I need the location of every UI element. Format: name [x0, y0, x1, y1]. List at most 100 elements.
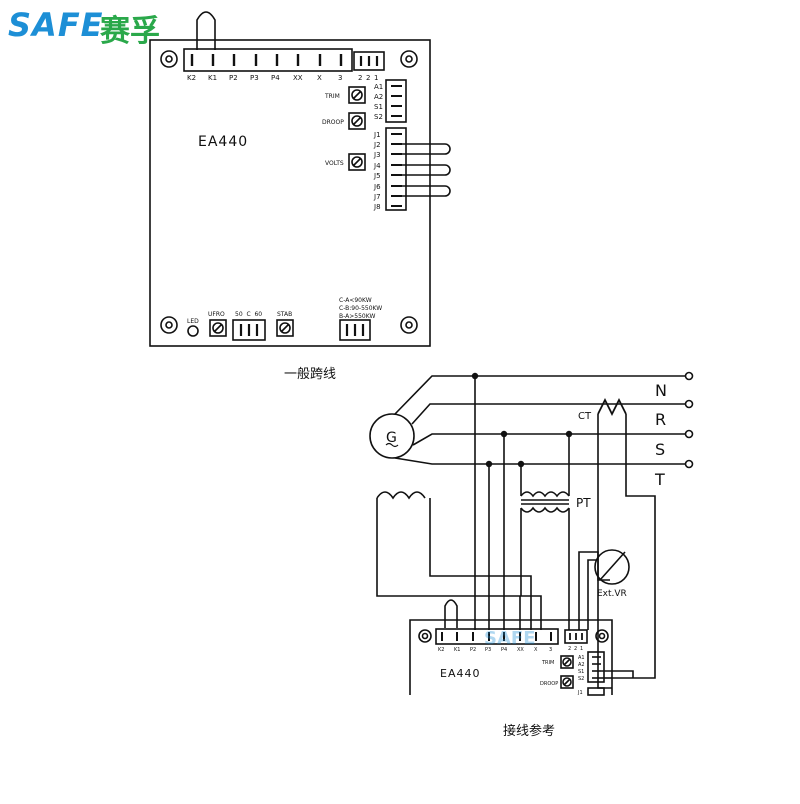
board1-j-label: J7 — [373, 193, 381, 201]
board1-trim-label: TRIM — [324, 93, 340, 100]
board2-terminal-label: 3 — [549, 647, 552, 653]
board2-221-terminal-block — [564, 629, 588, 644]
board2-a-label: S2 — [578, 676, 584, 682]
wire-ct-lead-2 — [612, 414, 656, 679]
board1-range-terminal-block — [339, 319, 371, 341]
generator-tilde — [385, 442, 399, 448]
wire-phase-n — [394, 375, 686, 415]
board1-221-label: 1 — [374, 74, 378, 82]
board1-top-terminal-block — [183, 48, 353, 72]
board1-terminal-label: X — [317, 74, 322, 82]
board2-outline — [409, 619, 613, 695]
board2-trim-pot — [560, 655, 574, 669]
board1-221-label: 2 — [366, 74, 370, 82]
board1-freq-terminal-block — [232, 319, 266, 341]
board1-mounting-hole — [160, 50, 178, 68]
board1-droop-label: DROOP — [322, 119, 344, 126]
wire-phase-s — [412, 433, 686, 446]
board1-droop-pot — [348, 112, 366, 130]
board1-mounting-hole — [400, 50, 418, 68]
board2-droop-pot — [560, 675, 574, 689]
board2-trim-label: TRIM — [541, 660, 554, 666]
board1-terminal-label: K1 — [208, 74, 217, 82]
board2-221-label: 1 — [580, 646, 583, 652]
board2-a-label: A2 — [578, 662, 585, 668]
board1-j-label: J3 — [373, 151, 381, 159]
board1-k-jumper — [196, 11, 216, 50]
board1-freq-label: 50 C 60 — [235, 311, 262, 318]
board1-j-label: J6 — [373, 183, 381, 191]
board1-ufro-label: UFRO — [208, 311, 225, 318]
board1-note: C-A<90KW — [339, 297, 372, 304]
board1-j-label: J2 — [373, 141, 381, 149]
board1-terminal-label: P2 — [229, 74, 238, 82]
board2-droop-label: DROOP — [540, 681, 558, 687]
board2-terminal-label: K2 — [438, 647, 444, 653]
phase-label-r: R — [655, 410, 666, 429]
board2-221-label: 2 — [574, 646, 577, 652]
wire-phase-r — [411, 403, 686, 425]
board2-a-s-terminal-block — [587, 651, 605, 683]
board2-terminal-label: P3 — [485, 647, 491, 653]
board2-mounting-hole — [418, 629, 432, 643]
board2-j1-label: J1 — [577, 690, 583, 696]
board2-k-jumper — [444, 599, 458, 628]
board2-top-terminal-block — [435, 628, 559, 645]
board1-a-label: S1 — [374, 103, 383, 111]
board1-j-jumper-loop — [402, 143, 451, 155]
generator-symbol — [369, 413, 415, 459]
extvr-label: Ext.VR — [597, 589, 627, 599]
board1-a-label: A1 — [374, 83, 383, 91]
board1-note: B-A>550KW — [339, 313, 375, 320]
board1-221-terminal-block — [353, 51, 385, 71]
wire-phase-t — [394, 457, 686, 465]
board1-j-jumper-loop — [402, 164, 451, 176]
junction-dot — [517, 460, 525, 468]
board1-terminal-label: P3 — [250, 74, 259, 82]
board2-terminal-label: K1 — [454, 647, 460, 653]
board1-volts-pot — [348, 153, 366, 171]
terminal-s — [684, 429, 694, 439]
board1-terminal-label: XX — [293, 74, 303, 82]
board1-note: C-B:90-550KW — [339, 305, 382, 312]
ct-zigzag — [597, 397, 627, 417]
board1-model: EA440 — [198, 134, 248, 150]
ext-vr-symbol — [594, 549, 630, 585]
wire-ext-vr — [578, 551, 610, 630]
board2-terminal-label: P4 — [501, 647, 507, 653]
ct-label: CT — [578, 411, 592, 422]
board1-terminal-label: P4 — [271, 74, 280, 82]
exciter-field-winding — [376, 491, 426, 500]
board2-mounting-hole — [595, 629, 609, 643]
terminal-t — [684, 459, 694, 469]
board2-terminal-label: P2 — [470, 647, 476, 653]
board2-a-label: A1 — [578, 655, 585, 661]
board2-221-label: 2 — [568, 646, 571, 652]
board2-watermark: SAFE — [484, 628, 536, 649]
phase-label-s: S — [655, 440, 665, 459]
junction-dot — [485, 460, 493, 468]
junction-dot — [471, 372, 479, 380]
board2-terminal-label: X — [534, 647, 538, 653]
board2-a-label: S1 — [578, 669, 584, 675]
terminal-n — [684, 371, 694, 381]
board2-terminal-label: XX — [517, 647, 524, 653]
phase-label-n: N — [655, 381, 667, 400]
caption-general-jumper: 一般跨线 — [284, 366, 336, 382]
board1-stab-pot — [276, 319, 294, 337]
board1-a-label: S2 — [374, 113, 383, 121]
board1-j-label: J4 — [373, 162, 381, 170]
board1-terminal-label: 3 — [338, 74, 342, 82]
board1-j-terminal-block — [385, 127, 407, 211]
phase-label-t: T — [654, 470, 665, 489]
board1-j-label: J5 — [373, 172, 381, 180]
brand-logo-cjk: 赛孚 — [100, 14, 160, 49]
board1-outline — [149, 39, 431, 347]
board1-j-label: J1 — [373, 131, 381, 139]
board1-trim-pot — [348, 86, 366, 104]
junction-dot — [565, 430, 573, 438]
terminal-r — [684, 399, 694, 409]
board1-led — [187, 325, 199, 337]
